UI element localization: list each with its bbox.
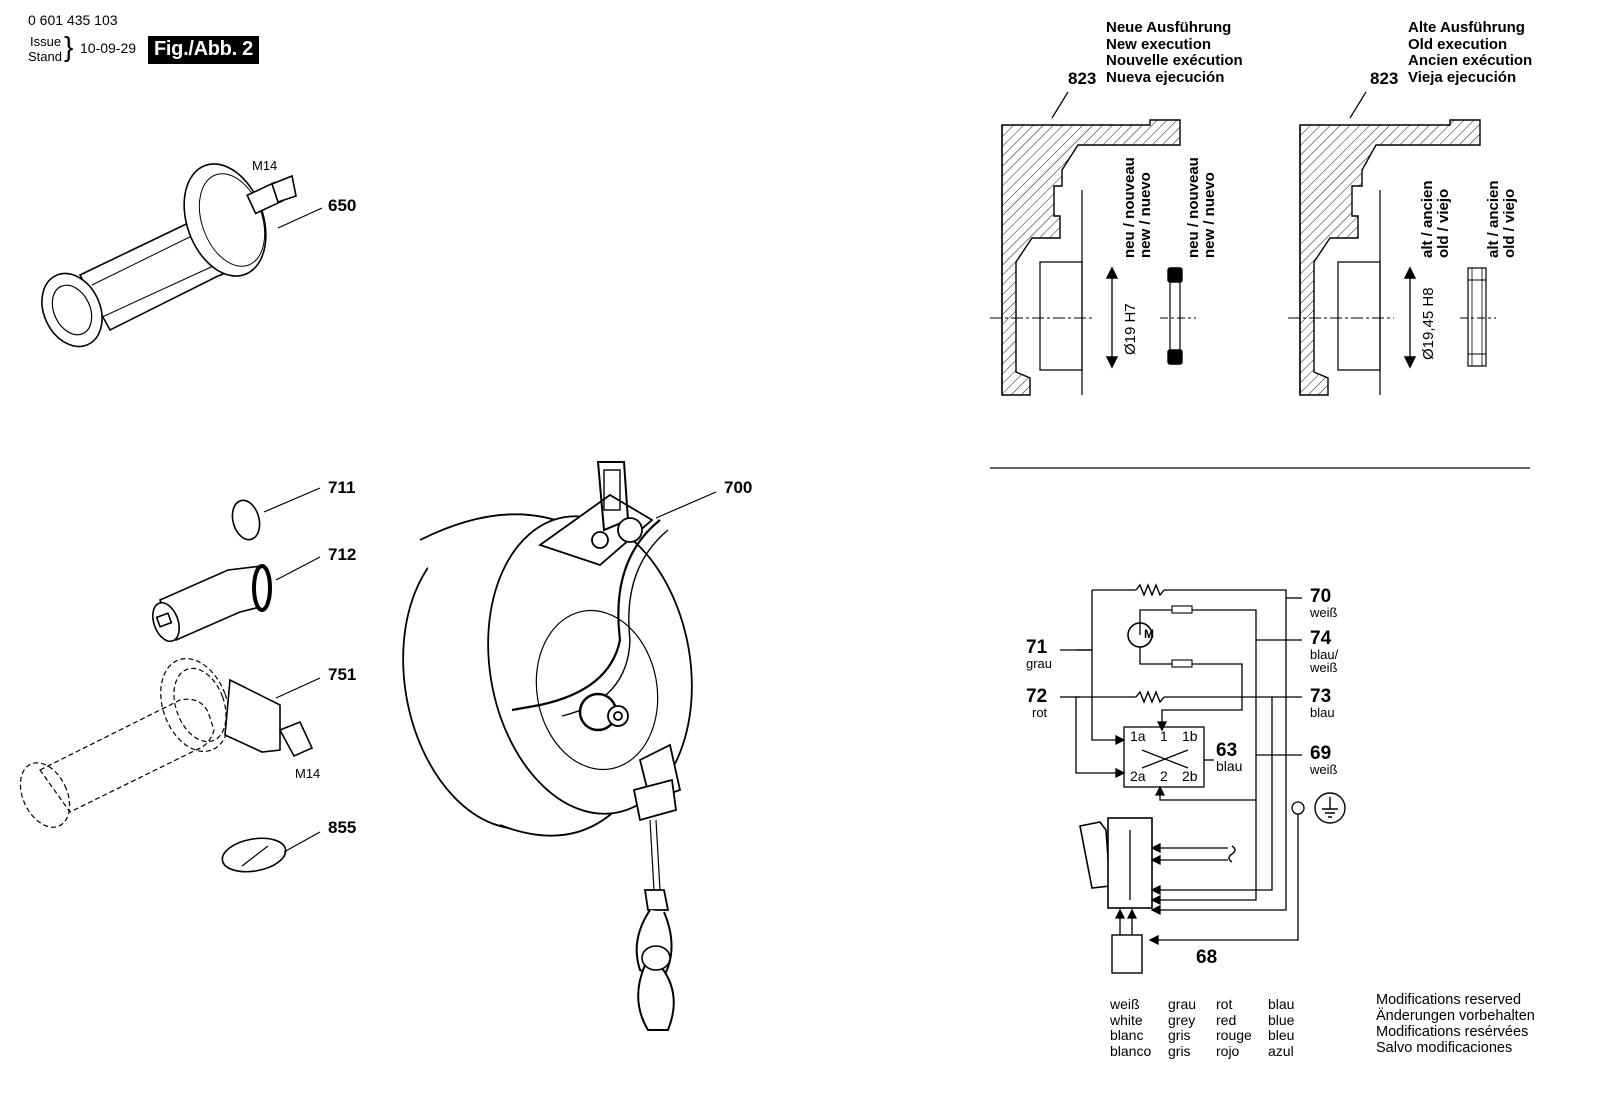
- stand-label: Stand: [28, 49, 62, 64]
- legend-red-fr: rouge: [1216, 1027, 1252, 1043]
- modifications-notice: Modifications reserved Änderungen vorbeh…: [1376, 992, 1535, 1056]
- part-number-823-new: 823: [1068, 69, 1097, 88]
- part-number-711: 711: [328, 478, 356, 497]
- wiring-diagram-drawing: [1060, 583, 1346, 974]
- old-ring-vertical-line-1: alt / ancien: [1485, 180, 1502, 258]
- legend-grey-es: gris: [1168, 1042, 1191, 1059]
- wire-70-color: weiß: [1310, 605, 1338, 620]
- old-ring-vertical-line-2: old / viejo: [1501, 188, 1518, 258]
- wire-70-number: 70: [1310, 586, 1332, 607]
- new-seal-vertical-line-1: neu / nouveau: [1185, 157, 1202, 258]
- legend-red-de: rot: [1216, 996, 1233, 1012]
- thread-label-650: M14: [252, 158, 278, 173]
- terminal-1a: 1a: [1130, 728, 1146, 744]
- cross-section-old-drawing: [1288, 91, 1496, 396]
- new-vertical-label-bore: neu / nouveau new / nuevo: [1121, 157, 1154, 258]
- dimension-old: Ø19,45 H8: [1420, 287, 1437, 360]
- legend-grey-en: grey: [1168, 1011, 1196, 1028]
- wire-71-color: grau: [1026, 656, 1053, 671]
- legend-blue-es: azul: [1268, 1042, 1294, 1059]
- new-vertical-label-seal: neu / nouveau new / nuevo: [1185, 157, 1218, 258]
- new-vertical-line-2: new / nuevo: [1137, 172, 1154, 258]
- old-vertical-line-2: old / viejo: [1435, 188, 1452, 258]
- wire-69-color: weiß: [1310, 762, 1338, 777]
- legend-column-grey: grau grey gris gris: [1168, 996, 1197, 1059]
- new-execution-heading: Neue Ausführung New execution Nouvelle e…: [1106, 19, 1243, 86]
- plug-68-number: 68: [1196, 947, 1218, 968]
- issue-label: Issue: [30, 34, 62, 49]
- old-execution-es: Vieja ejecución: [1408, 68, 1517, 86]
- terminal-1b: 1b: [1182, 728, 1198, 744]
- legend-blue-de: blau: [1268, 996, 1295, 1012]
- brace-glyph: }: [64, 31, 74, 62]
- wire-73-number: 73: [1310, 686, 1332, 707]
- legend-red-es: rojo: [1216, 1042, 1240, 1059]
- wire-74-color-2: weiß: [1310, 660, 1338, 675]
- wire-72-color: rot: [1032, 705, 1048, 720]
- thread-label-751: M14: [295, 766, 321, 781]
- terminal-2b: 2b: [1182, 768, 1198, 784]
- terminal-2: 2: [1160, 768, 1168, 784]
- old-execution-fr: Ancien exécution: [1408, 52, 1533, 69]
- legend-blue-en: blue: [1268, 1011, 1295, 1028]
- side-handle-650-drawing: [41, 163, 323, 348]
- part-number-751: 751: [328, 665, 357, 684]
- terminal-1: 1: [1160, 728, 1168, 744]
- new-execution-en: New execution: [1106, 35, 1212, 53]
- part-number-855: 855: [328, 818, 357, 837]
- legend-column-red: rot red rouge rojo: [1216, 996, 1252, 1059]
- new-execution-es: Nueva ejecución: [1106, 68, 1225, 86]
- o-ring-711-drawing: [231, 487, 321, 541]
- old-execution-heading: Alte Ausführung Old execution Ancien exé…: [1408, 19, 1533, 86]
- new-execution-de: Neue Ausführung: [1106, 19, 1232, 36]
- wire-72-number: 72: [1026, 686, 1048, 707]
- terminal-2a: 2a: [1130, 768, 1146, 784]
- part-number-700: 700: [724, 478, 753, 497]
- motor-label: M: [1144, 627, 1154, 641]
- part-number-650: 650: [328, 196, 357, 215]
- modifications-de: Änderungen vorbehalten: [1376, 1008, 1535, 1024]
- new-seal-vertical-line-2: new / nuevo: [1201, 172, 1218, 258]
- legend-white-fr: blanc: [1110, 1027, 1144, 1043]
- figure-label: Fig./Abb. 2: [148, 36, 259, 64]
- wire-73-color: blau: [1310, 705, 1335, 720]
- legend-red-en: red: [1216, 1011, 1237, 1028]
- wire-71-number: 71: [1026, 637, 1048, 658]
- old-execution-en: Old execution: [1408, 35, 1508, 53]
- wire-74-number: 74: [1310, 628, 1332, 649]
- clip-855-drawing: [221, 831, 321, 873]
- switch-63-color: blau: [1216, 758, 1243, 774]
- cross-section-new-drawing: [990, 91, 1196, 396]
- part-number-712: 712: [328, 545, 357, 564]
- adapter-712-drawing: [152, 556, 321, 643]
- dimension-new: Ø19 H7: [1122, 303, 1139, 355]
- old-execution-de: Alte Ausführung: [1408, 19, 1525, 36]
- new-execution-fr: Nouvelle exécution: [1106, 52, 1243, 69]
- legend-white-es: blanco: [1110, 1042, 1152, 1059]
- issue-date: 10-09-29: [80, 40, 137, 56]
- spring-balancer-700-drawing: [402, 461, 717, 1031]
- legend-column-blue: blau blue bleu azul: [1268, 996, 1295, 1059]
- legend-white-en: white: [1110, 1011, 1143, 1028]
- modifications-fr: Modifications resérvées: [1376, 1024, 1529, 1040]
- legend-grey-fr: gris: [1168, 1027, 1191, 1043]
- legend-white-de: weiß: [1110, 996, 1140, 1012]
- legend-blue-fr: bleu: [1268, 1027, 1295, 1043]
- handle-751-drawing: [19, 657, 321, 828]
- wire-69-number: 69: [1310, 743, 1332, 764]
- new-vertical-line-1: neu / nouveau: [1121, 157, 1138, 258]
- wire-74-color-1: blau/: [1310, 647, 1339, 662]
- modifications-en: Modifications reserved: [1376, 992, 1522, 1008]
- switch-63-number: 63: [1216, 740, 1238, 761]
- part-number-823-old: 823: [1370, 69, 1399, 88]
- legend-column-white: weiß white blanc blanco: [1110, 996, 1152, 1059]
- old-vertical-line-1: alt / ancien: [1419, 180, 1436, 258]
- legend-grey-de: grau: [1168, 996, 1197, 1012]
- document-number: 0 601 435 103: [28, 12, 118, 28]
- old-vertical-label-ring: alt / ancien old / viejo: [1485, 180, 1518, 258]
- modifications-es: Salvo modificaciones: [1376, 1040, 1513, 1056]
- old-vertical-label-bore: alt / ancien old / viejo: [1419, 180, 1452, 258]
